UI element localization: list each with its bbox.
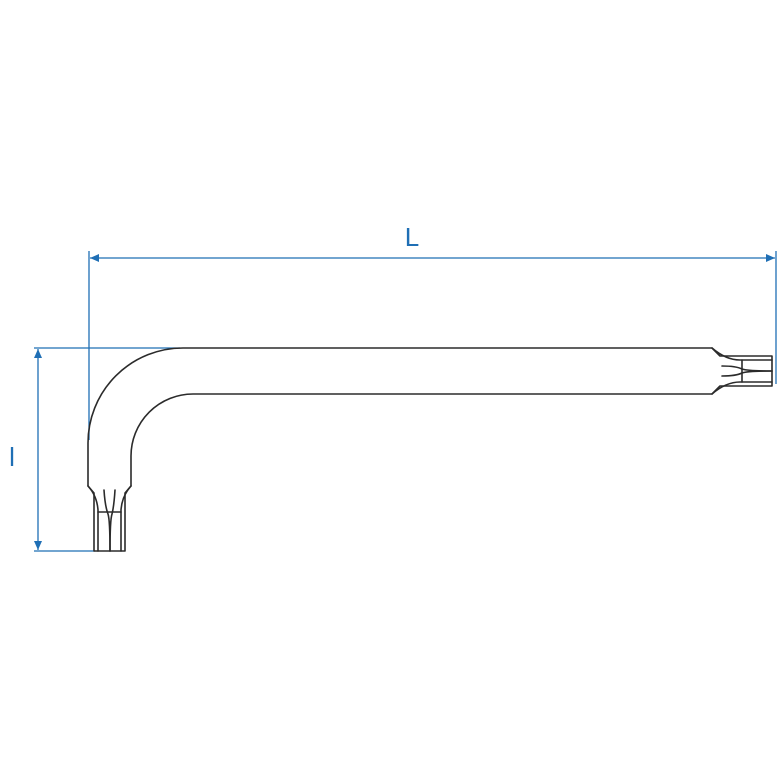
key-body-outline <box>87 347 773 552</box>
long-arm-label: L <box>405 222 419 252</box>
short-arm-label: l <box>9 442 15 472</box>
dimension-long-arm: L <box>88 222 777 440</box>
dimension-short-arm: l <box>9 347 180 552</box>
torx-key <box>87 347 773 552</box>
long-arm-torx-tip <box>711 347 773 395</box>
short-arm-torx-tip <box>87 485 132 552</box>
